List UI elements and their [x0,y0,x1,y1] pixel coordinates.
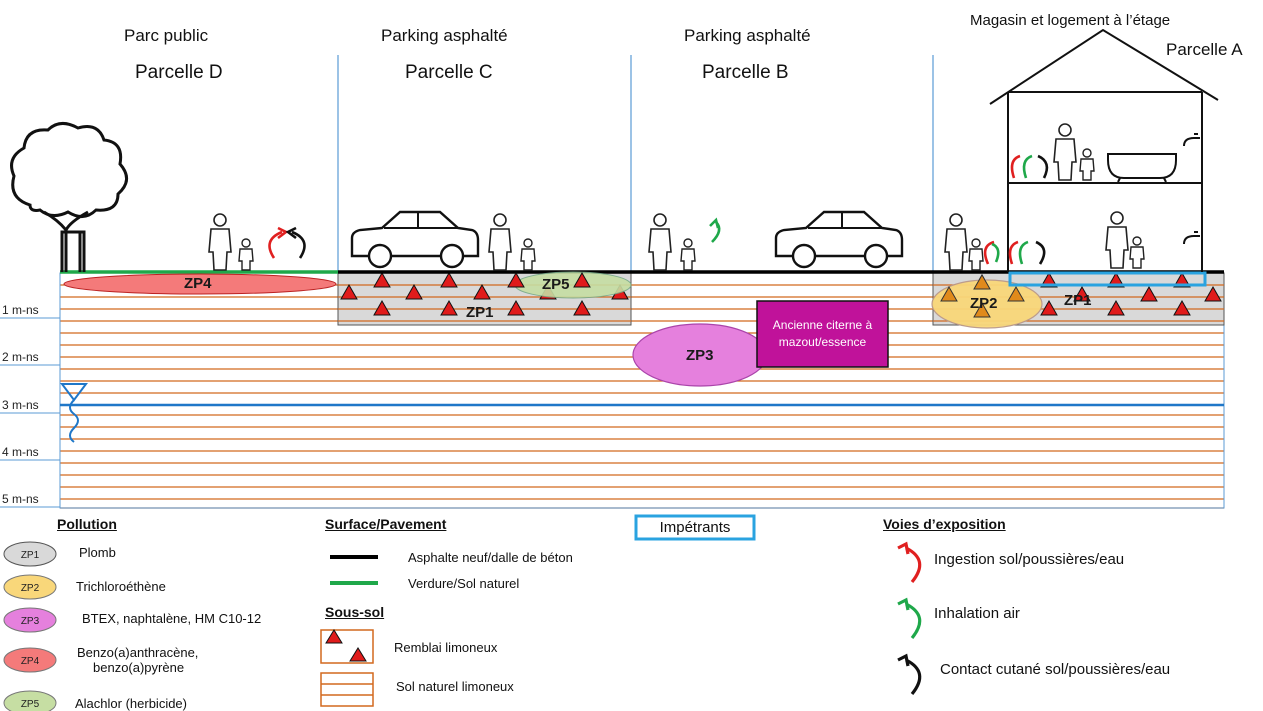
legend-zp4-label: Benzo(a)anthracène, benzo(a)pyrène [77,645,198,675]
legend-natural-label: Sol naturel limoneux [396,679,514,694]
legend-asphalt-label: Asphalte neuf/dalle de béton [408,550,573,565]
legend-green-label: Verdure/Sol naturel [408,576,520,591]
legend-zp4-label-line1: Benzo(a)anthracène, [77,645,199,660]
parcel-b-title: Parcelle B [702,62,789,83]
parcel-d-use: Parc public [124,26,209,45]
tank-label-line2: mazout/essence [778,335,867,349]
parcel-dividers [337,55,934,273]
zone-zp2-label: ZP2 [970,295,998,312]
svg-text:ZP3: ZP3 [21,616,40,627]
legend-zp4-label-line2: benzo(a)pyrène [93,660,185,675]
tank-box [756,300,889,368]
tank-label: Ancienne citerne à mazout/essence [757,317,888,351]
legend-subsoil-title: Sous-sol [325,604,385,620]
car-icon [774,210,904,269]
depth-label-3m: 3 m-ns [2,398,39,412]
legend-surface-title: Surface/Pavement [325,516,447,532]
parcel-c-use: Parking asphalté [381,26,508,45]
legend-zp5-label: Alachlor (herbicide) [75,696,187,711]
legend-zp3-label: BTEX, naphtalène, HM C10-12 [82,611,262,626]
legend-zp2-label: Trichloroéthène [76,579,166,594]
zone-zp4-label: ZP4 [184,275,212,292]
water-table-icon [60,383,88,402]
depth-label-4m: 4 m-ns [2,445,39,459]
legend-swatches: ZP1 ZP2 ZP3 ZP4 ZP5 [3,541,57,711]
house-icon [989,28,1219,272]
legend-fill-label: Remblai limoneux [394,640,498,655]
car-icon [350,210,480,269]
legend-pollution-title: Pollution [57,516,117,532]
tank-label-line1: Ancienne citerne à [772,318,873,332]
zone-zp3-label: ZP3 [686,347,714,364]
zone-zp1-parcel-a-label: ZP1 [1064,292,1092,309]
legend-contact-label: Contact cutané sol/poussières/eau [940,661,1171,678]
legend-impetrants-label: Impétrants [659,519,731,536]
svg-text:ZP1: ZP1 [21,550,40,561]
legend-ingestion-label: Ingestion sol/poussières/eau [934,551,1125,568]
zone-zp5-label: ZP5 [542,276,570,293]
exposure-arrows [268,154,1049,265]
svg-text:ZP4: ZP4 [21,656,40,667]
parcel-a-title: Parcelle A [1166,40,1243,59]
zone-zp5 [514,271,632,299]
svg-text:ZP5: ZP5 [21,699,40,710]
parcel-d-title: Parcelle D [135,62,223,83]
svg-text:ZP2: ZP2 [21,583,40,594]
parcel-b-use: Parking asphalté [684,26,811,45]
utilities-zone [1008,271,1207,287]
parcel-a-use: Magasin et logement à l’étage [970,12,1171,29]
depth-label-2m: 2 m-ns [2,350,39,364]
depth-label-5m: 5 m-ns [2,492,39,506]
tree-icon [10,122,128,272]
legend-exposure-title: Voies d’exposition [883,516,1006,532]
legend-inhalation-label: Inhalation air [934,605,1020,622]
parcel-c-title: Parcelle C [405,62,493,83]
fill-triangles-c [340,271,629,316]
depth-label-1m: 1 m-ns [2,303,39,317]
zone-zp1-label: ZP1 [466,304,494,321]
zone-zp4 [63,273,337,295]
legend-zp1-label: Plomb [79,545,116,560]
